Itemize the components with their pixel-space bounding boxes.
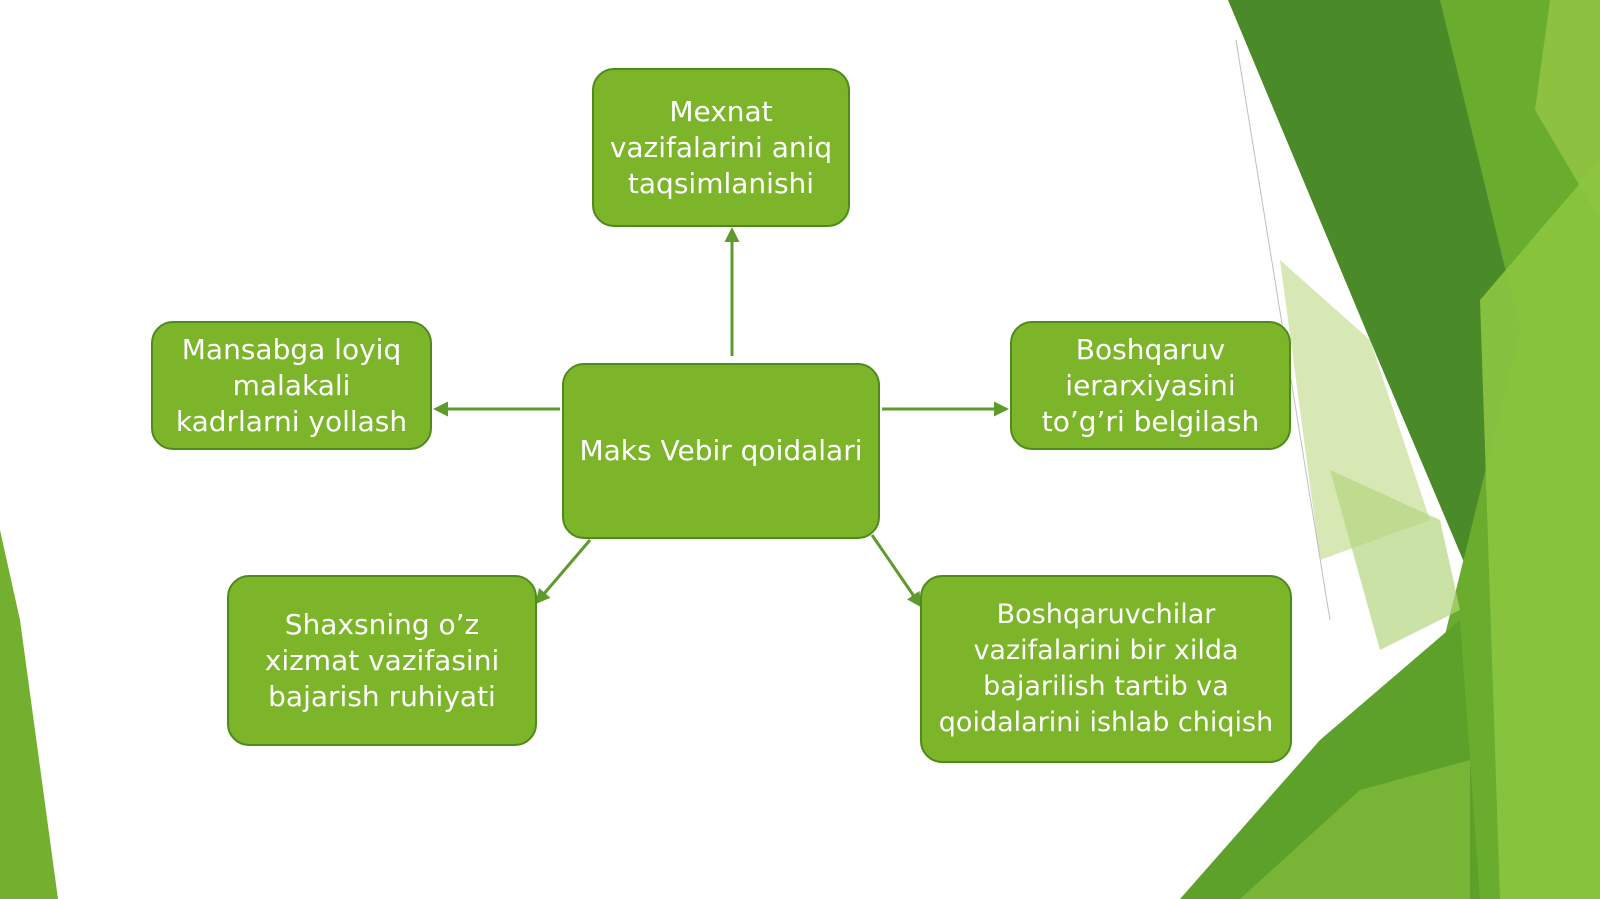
node-left-label: Mansabga loyiq malakali kadrlarni yollas… <box>175 332 408 438</box>
node-mexnat-vazifalari: Mexnat vazifalarini aniq taqsimlanishi <box>592 68 850 227</box>
node-maks-vebir-qoidalari: Maks Vebir qoidalari <box>562 363 880 539</box>
node-shaxsning-ruhiyati: Shaxsning o’z xizmat vazifasini bajarish… <box>227 575 537 746</box>
node-boshqaruv-ierarxiyasi: Boshqaruv ierarxiyasini to’g’ri belgilas… <box>1010 321 1291 450</box>
connector-bottom-right <box>870 534 922 608</box>
node-boshqaruvchilar-vazifalari: Boshqaruvchilar vazifalarini bir xilda b… <box>920 575 1292 763</box>
bg-facet-pale-2 <box>1330 470 1460 650</box>
node-right-label: Boshqaruv ierarxiyasini to’g’ri belgilas… <box>1041 332 1260 438</box>
bg-facet-pale <box>1280 260 1430 560</box>
node-bottom-left-label: Shaxsning o’z xizmat vazifasini bajarish… <box>264 607 500 713</box>
bg-facet-left <box>0 530 58 899</box>
connector-bottom-left <box>535 539 592 605</box>
node-bottom-right-label: Boshqaruvchilar vazifalarini bir xilda b… <box>938 599 1274 738</box>
bg-facet-light-top <box>1535 0 1600 220</box>
bg-facet-bottom-light <box>1240 760 1470 899</box>
node-mansabga-loyiq: Mansabga loyiq malakali kadrlarni yollas… <box>151 321 432 450</box>
bg-facet-right-strip <box>1480 160 1600 899</box>
node-center-label: Maks Vebir qoidalari <box>579 434 863 467</box>
node-top-label: Mexnat vazifalarini aniq taqsimlanishi <box>609 94 833 200</box>
